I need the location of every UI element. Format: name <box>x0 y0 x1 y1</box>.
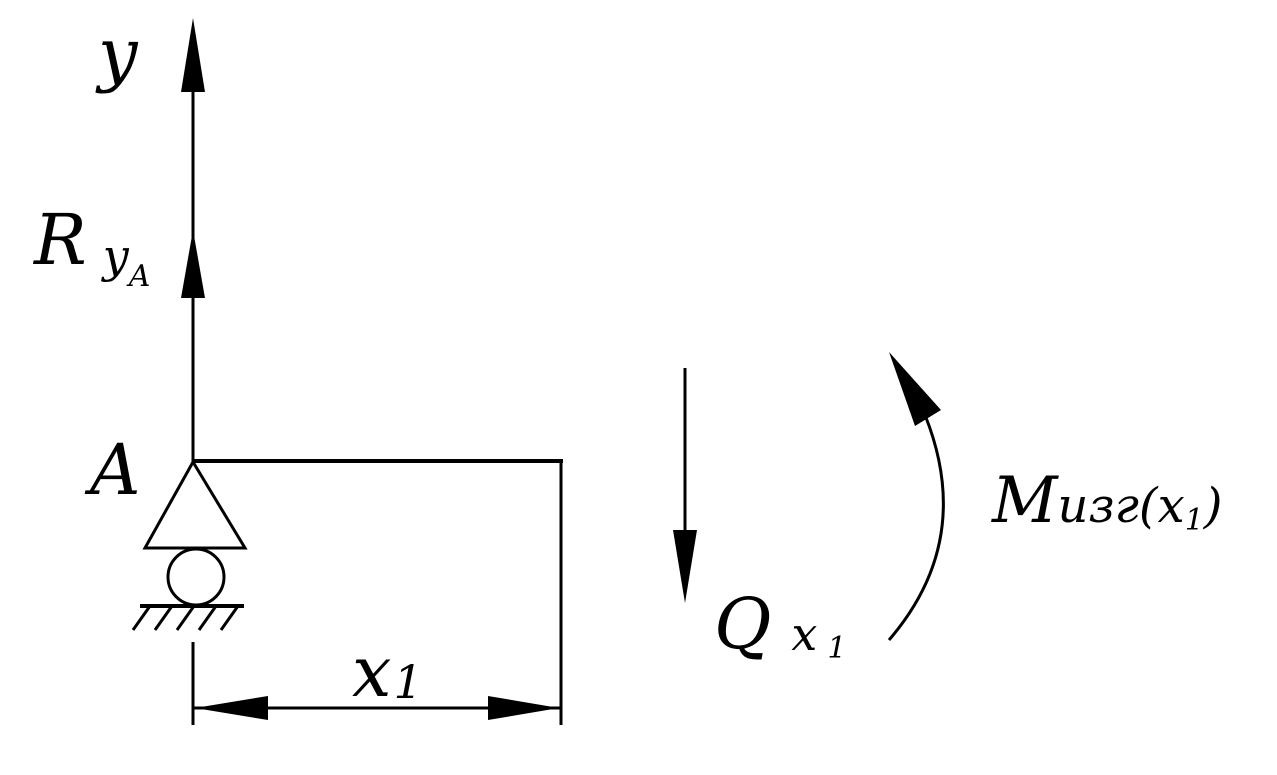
ground-hatching <box>131 605 240 631</box>
roller-support-triangle <box>142 459 248 550</box>
dimension-arrow-left <box>195 696 268 720</box>
bending-moment-arrowhead <box>889 352 941 426</box>
support-point-label: A <box>84 429 141 511</box>
bending-moment-label: Mизг(x1) <box>991 464 1223 538</box>
dimension-arrow-right <box>488 696 559 720</box>
bending-moment-arc <box>887 414 945 641</box>
roller-circle <box>166 547 226 607</box>
y-axis-label: y <box>95 13 139 95</box>
shear-force-arrowhead <box>673 530 697 603</box>
y-axis-arrowhead <box>181 18 205 92</box>
dimension-label: x1 <box>352 631 423 713</box>
reaction-force-arrowhead <box>181 230 205 298</box>
